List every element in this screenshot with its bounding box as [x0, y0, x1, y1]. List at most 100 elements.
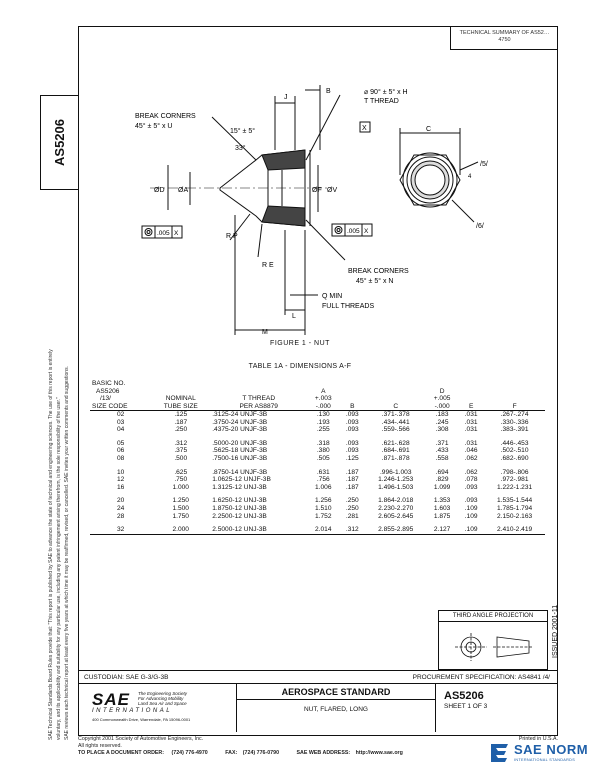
- sae-norm-logo-icon: [491, 744, 508, 762]
- dim-f-cell: .330-.336: [500, 418, 529, 426]
- nut-drawing: BREAK CORNERS 45° ± 5° x U J B ⌀ 90° ± 5…: [135, 85, 488, 336]
- table-row: 03.187.3750-24 UNJF-3B.193.093.434-.441.…: [90, 419, 545, 427]
- sheet-number: SHEET 1 OF 3: [444, 703, 488, 710]
- table-end-line: [90, 533, 545, 535]
- projection-label: THIRD ANGLE PROJECTION: [439, 613, 547, 622]
- dim-d-cell: .308: [435, 426, 449, 434]
- sae-norm-sub: INTERNATIONAL STANDARDS: [514, 758, 576, 762]
- sae-norm-logo: SAE NORM INTERNATIONAL STANDARDS: [488, 738, 598, 768]
- header-separator: [90, 410, 545, 411]
- label-angle-15: 15° ± 5°: [230, 127, 255, 135]
- dim-a-cell: 2.014: [315, 526, 332, 534]
- dim-a-cell: .193: [316, 418, 330, 426]
- dim-b-cell: .093: [345, 411, 359, 418]
- dim-e-cell: .031: [464, 418, 478, 426]
- tol-right-value: .005: [347, 228, 360, 235]
- label-oa: ØA: [178, 187, 188, 194]
- dim-c-cell: .996-1.003: [379, 468, 412, 476]
- nominal-tube-size-cell: 1.250: [172, 497, 189, 505]
- dim-c-cell: .434-.441: [381, 418, 410, 426]
- table-row: 06.375.5625-18 UNJF-3B.380.093.684-.691.…: [90, 447, 545, 455]
- projection-box: THIRD ANGLE PROJECTION: [438, 610, 548, 670]
- dim-d-cell: .829: [435, 476, 449, 484]
- dim-f-cell: 2.410-2.419: [496, 526, 533, 534]
- nominal-tube-size-cell: .187: [174, 418, 188, 426]
- dim-b-cell: .250: [345, 504, 359, 512]
- dimension-table: BASIC NO. AS5206 /13/ SIZE CODE NOMINAL …: [90, 380, 545, 535]
- table-row: 10.625.8750-14 UNJF-3B.631.187.996-1.003…: [90, 469, 545, 477]
- dim-a-cell: 1.752: [315, 512, 332, 520]
- web-label: SAE WEB ADDRESS:: [296, 750, 351, 756]
- dim-c-cell: 1.496-1.503: [378, 483, 414, 491]
- dim-e-cell: .062: [464, 454, 478, 462]
- thread-cell: .3125-24 UNJF-3B: [212, 411, 268, 418]
- nominal-tube-size-cell: 1.500: [172, 504, 189, 512]
- dim-f-cell: .502-.510: [500, 447, 529, 455]
- header-c: C: [393, 402, 399, 410]
- nominal-tube-size-cell: 2.000: [172, 526, 189, 534]
- table-title: TABLE 1A - DIMENSIONS A-F: [248, 363, 352, 370]
- dim-b-cell: .093: [345, 447, 359, 455]
- size-code-cell: 12: [116, 476, 125, 484]
- table-row: 04.250.4375-20 UNJF-3B.255.093.559-.566.…: [90, 426, 545, 434]
- label-four: 4: [468, 174, 472, 180]
- title-box: SAE The Engineering Society For Advancin…: [78, 684, 558, 732]
- dim-c-cell: .371-.378: [381, 411, 410, 418]
- issued-vertical: ISSUED 2001-11: [552, 600, 562, 660]
- dim-e-cell: .078: [464, 476, 478, 484]
- technical-summary-line-2: 4750: [498, 37, 511, 43]
- thread-cell: .5625-18 UNJF-3B: [212, 447, 268, 455]
- label-break-corners-bottom-val: 45° ± 5° x N: [356, 277, 393, 285]
- dim-b-cell: .093: [345, 418, 359, 426]
- sae-address: 400 Commonwealth Drive, Warrendale, PA 1…: [92, 717, 191, 722]
- nominal-tube-size-cell: 1.750: [172, 512, 189, 520]
- thread-cell: 1.8750-12 UNJ-3B: [212, 504, 267, 512]
- custodian-row: CUSTODIAN: SAE G-3/G-3B PROCUREMENT SPEC…: [78, 670, 558, 684]
- dim-e-cell: .109: [464, 526, 478, 534]
- fax-label: FAX:: [225, 750, 238, 756]
- dim-f-cell: 1.785-1.794: [496, 504, 533, 512]
- rights: All rights reserved.: [78, 743, 122, 749]
- tol-right-datum: X: [364, 228, 369, 235]
- dim-a-cell: .130: [316, 411, 330, 418]
- standard-title-cell: AEROSPACE STANDARD NUT, FLARED, LONG: [236, 684, 436, 732]
- standard-title: AEROSPACE STANDARD: [237, 684, 435, 700]
- sae-norm-text: SAE NORM: [514, 742, 589, 757]
- dim-d-cell: .245: [435, 418, 449, 426]
- label-thread-spec: ⌀ 90° ± 5° x H: [364, 88, 408, 96]
- order-phone: (724) 776-4970: [171, 750, 208, 756]
- sae-logo-block: SAE The Engineering Society For Advancin…: [82, 688, 232, 728]
- size-code-cell: 24: [116, 504, 125, 512]
- web-url[interactable]: http://www.sae.org: [355, 750, 403, 756]
- label-od: ØD: [154, 187, 165, 194]
- nominal-tube-size-cell: 1.000: [172, 483, 189, 491]
- size-code-cell: 08: [116, 454, 125, 462]
- side-text-line-3: SAE reviews each technical report at lea…: [64, 366, 70, 740]
- size-code-cell: 28: [116, 512, 125, 520]
- thread-cell: .5000-20 UNJF-3B: [212, 439, 268, 447]
- header-b: B: [350, 402, 355, 410]
- dim-d-cell: .183: [435, 411, 449, 418]
- part-title: NUT, FLARED, LONG: [304, 706, 368, 713]
- nominal-tube-size-cell: .500: [174, 454, 188, 462]
- size-code-cell: 05: [116, 439, 125, 447]
- dim-f-cell: 2.150-2.163: [496, 512, 533, 520]
- thread-cell: .7500-16 UNJF-3B: [212, 454, 268, 462]
- size-code-cell: 06: [116, 447, 125, 455]
- dim-d-cell: .371: [435, 439, 449, 447]
- dim-f-cell: .798-.806: [500, 468, 529, 476]
- nominal-tube-size-cell: .625: [174, 468, 188, 476]
- dim-a-cell: 1.006: [315, 483, 332, 491]
- label-full-threads: FULL THREADS: [322, 303, 374, 310]
- label-five: /5/: [480, 161, 488, 168]
- nominal-tube-size-cell: .375: [174, 447, 188, 455]
- dim-c-cell: 2.230-2.270: [378, 504, 414, 512]
- label-re: R E: [262, 262, 274, 269]
- dim-b-cell: .093: [345, 439, 359, 447]
- dim-d-cell: .558: [435, 454, 449, 462]
- dim-e-cell: .109: [464, 512, 478, 520]
- dim-a-cell: .380: [316, 447, 330, 455]
- dim-e-cell: .093: [464, 483, 478, 491]
